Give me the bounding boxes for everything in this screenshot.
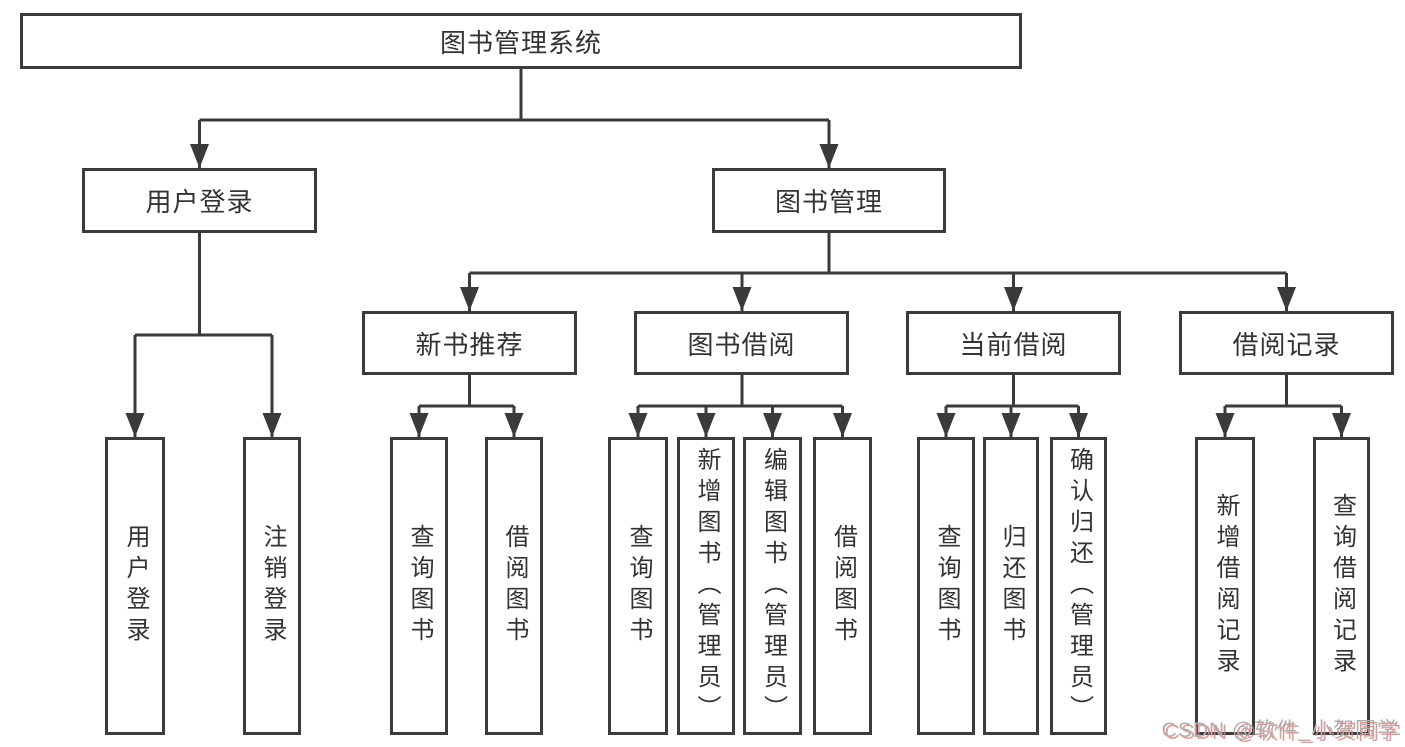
node-book-borrow-label: 图书借阅 <box>687 329 796 360</box>
leaf-logout: 注销登录 <box>243 437 301 735</box>
node-book-borrow: 图书借阅 <box>634 311 849 375</box>
leaf-query-book-current-label: 查询图书 <box>933 524 960 648</box>
node-root: 图书管理系统 <box>20 13 1022 69</box>
leaf-add-book-admin-label: 新增图书（管理员） <box>693 446 720 726</box>
node-book-management-label: 图书管理 <box>774 187 883 217</box>
node-new-book-recommend: 新书推荐 <box>362 311 577 375</box>
leaf-query-borrow-record-label: 查询借阅记录 <box>1328 493 1356 679</box>
leaf-add-borrow-record: 新增借阅记录 <box>1195 437 1255 735</box>
node-borrow-record: 借阅记录 <box>1179 311 1394 375</box>
leaf-return-book: 归还图书 <box>983 437 1039 735</box>
node-current-borrow-label: 当前借阅 <box>959 329 1068 360</box>
node-new-book-recommend-label: 新书推荐 <box>415 329 524 360</box>
leaf-add-book-admin: 新增图书（管理员） <box>677 437 735 735</box>
connector-arrows <box>125 120 1351 437</box>
node-borrow-record-label: 借阅记录 <box>1232 329 1341 360</box>
leaf-borrow-book-label: 借阅图书 <box>829 524 857 648</box>
leaf-query-book-recommend-label: 查询图书 <box>406 524 433 648</box>
leaf-query-borrow-record: 查询借阅记录 <box>1313 437 1370 735</box>
node-user-login-label: 用户登录 <box>145 187 254 217</box>
leaf-confirm-return-admin-label: 确认归还（管理员） <box>1065 446 1093 726</box>
leaf-logout-label: 注销登录 <box>259 524 286 648</box>
node-current-borrow: 当前借阅 <box>906 311 1121 375</box>
leaf-query-book-borrow-label: 查询图书 <box>625 524 652 648</box>
node-root-label: 图书管理系统 <box>439 27 602 58</box>
leaf-borrow-book-recommend-label: 借阅图书 <box>501 524 528 648</box>
leaf-user-login: 用户登录 <box>105 437 165 735</box>
leaf-edit-book-admin-label: 编辑图书（管理员） <box>759 446 787 726</box>
leaf-query-book-recommend: 查询图书 <box>390 437 448 735</box>
node-user-login: 用户登录 <box>82 168 317 233</box>
connector-trunks <box>135 69 1342 408</box>
leaf-borrow-book: 借阅图书 <box>813 437 872 735</box>
leaf-return-book-label: 归还图书 <box>998 524 1025 648</box>
leaf-edit-book-admin: 编辑图书（管理员） <box>743 437 802 735</box>
csdn-watermark: CSDN @软件_小贺同学 <box>1161 719 1399 742</box>
leaf-confirm-return-admin: 确认归还（管理员） <box>1050 437 1107 735</box>
leaf-query-book-current: 查询图书 <box>917 437 975 735</box>
leaf-add-borrow-record-label: 新增借阅记录 <box>1212 493 1239 679</box>
leaf-user-login-label: 用户登录 <box>122 524 149 648</box>
node-book-management: 图书管理 <box>712 168 946 233</box>
leaf-query-book-borrow: 查询图书 <box>608 437 668 735</box>
leaf-borrow-book-recommend: 借阅图书 <box>485 437 543 735</box>
